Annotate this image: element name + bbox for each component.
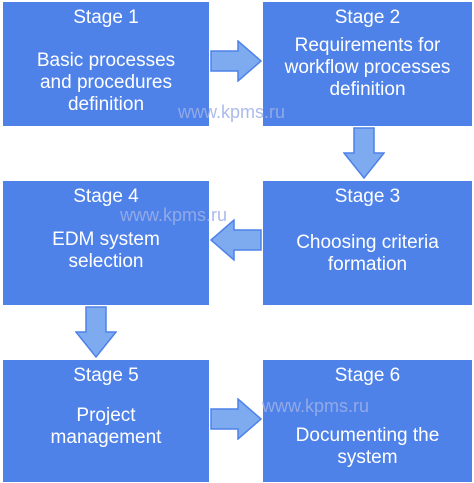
stage-2-title: Stage 2: [334, 7, 401, 28]
stage-3-description: Choosing criteria formation: [267, 232, 468, 276]
stage-2-description: Requirements for workflow processes defi…: [267, 35, 468, 101]
stage-6-line-1: Documenting the: [295, 425, 440, 446]
stage-4-line-2: selection: [68, 251, 144, 272]
stage-3-box: Stage 3 Choosing criteria formation: [263, 181, 472, 305]
arrow-down-stage4-to-stage5: [75, 306, 117, 358]
stage-2-line-1: Requirements for: [294, 35, 441, 56]
stage-1-line-1: Basic processes: [36, 50, 176, 71]
stage-2-line-2: workflow processes: [284, 57, 451, 78]
stage-4-box: Stage 4 EDM system selection: [3, 181, 209, 305]
stage-3-line-2: formation: [327, 254, 408, 275]
stage-2-box: Stage 2 Requirements for workflow proces…: [263, 2, 472, 126]
watermark-text: www.kpms.ru: [262, 396, 370, 416]
stage-4-description: EDM system selection: [7, 229, 205, 273]
stage-1-title: Stage 1: [73, 7, 139, 28]
stage-1-line-2: and procedures: [39, 72, 173, 93]
stage-4-line-1: EDM system: [52, 229, 160, 250]
arrow-right-stage1-to-stage2: [210, 40, 262, 82]
stage-5-box: Stage 5 Project management: [3, 360, 209, 482]
stage-6-description: Documenting the system: [267, 425, 468, 469]
arrow-right-stage5-to-stage6: [210, 398, 262, 440]
arrow-left-stage3-to-stage4: [210, 219, 262, 261]
stage-4-title: Stage 4: [73, 186, 139, 207]
stage-2-line-3: definition: [329, 79, 406, 100]
stage-3-title: Stage 3: [334, 186, 401, 207]
stage-3-line-1: Choosing criteria: [296, 232, 439, 253]
stage-1-description: Basic processes and procedures definitio…: [7, 50, 205, 116]
stage-6-title: Stage 6: [334, 365, 401, 386]
watermark-text: www.kpms.ru: [120, 205, 228, 225]
stage-5-line-2: management: [50, 427, 162, 448]
watermark-text: www.kpms.ru: [178, 102, 286, 122]
arrow-down-stage2-to-stage3: [343, 127, 385, 179]
stage-5-line-1: Project: [76, 405, 136, 426]
stage-6-line-2: system: [337, 447, 398, 468]
stage-6-box: Stage 6 Documenting the system: [263, 360, 472, 482]
stage-5-title: Stage 5: [73, 365, 139, 386]
stage-1-box: Stage 1 Basic processes and procedures d…: [3, 2, 209, 126]
stage-5-description: Project management: [7, 405, 205, 449]
stage-1-line-3: definition: [67, 94, 145, 115]
